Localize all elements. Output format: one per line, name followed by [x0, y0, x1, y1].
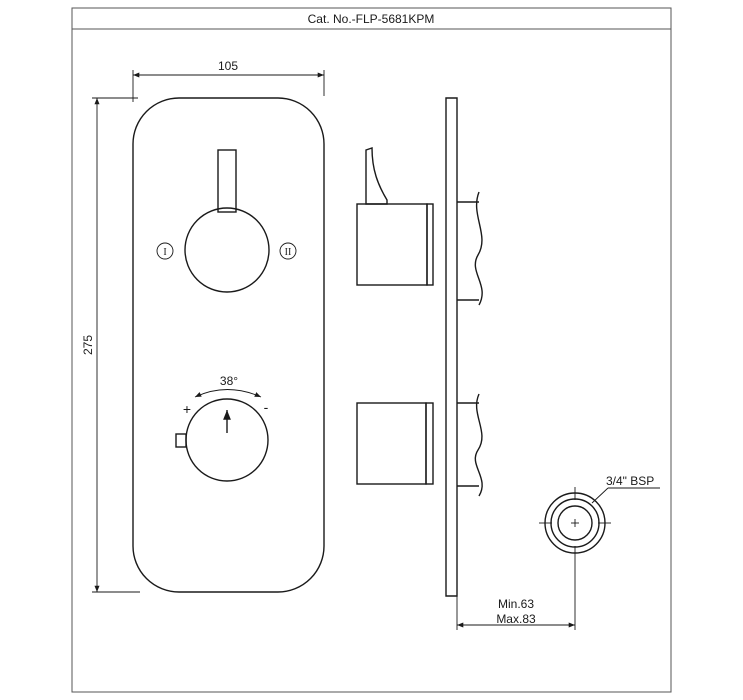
rotation-angle-label: 38° [220, 374, 238, 388]
cover-plate [132, 97, 325, 593]
outlet-marker-one: I [156, 242, 174, 260]
thermostat-knob [175, 398, 269, 482]
lower-valve-body [457, 393, 483, 497]
drawing-frame [71, 7, 672, 693]
catalog-number: Cat. No.-FLP-5681KPM [308, 12, 435, 26]
pipe-connection-detail [539, 487, 660, 560]
svg-text:II: II [285, 247, 292, 258]
diverter-handle-side [356, 147, 434, 286]
rotation-arc-indicator [194, 389, 262, 398]
width-dimension-label: 105 [218, 59, 238, 73]
rotation-minus-label: - [264, 399, 269, 415]
height-dimension-label: 275 [81, 335, 95, 355]
plate-edge [445, 97, 458, 597]
depth-dimension [456, 560, 576, 630]
side-view [356, 97, 483, 597]
front-view: I II 38° + - 105 2 [81, 59, 325, 593]
height-dimension [92, 97, 140, 593]
depth-min-label: Min.63 [498, 597, 534, 611]
outlet-marker-two: II [279, 242, 297, 260]
upper-valve-body [457, 191, 483, 306]
width-dimension [132, 70, 325, 102]
depth-max-label: Max.83 [496, 612, 536, 626]
diverter-handle [184, 149, 270, 293]
thermostat-knob-side [356, 402, 434, 485]
svg-text:I: I [163, 247, 166, 258]
thread-size-label: 3/4" BSP [606, 474, 654, 488]
rotation-plus-label: + [183, 401, 191, 417]
